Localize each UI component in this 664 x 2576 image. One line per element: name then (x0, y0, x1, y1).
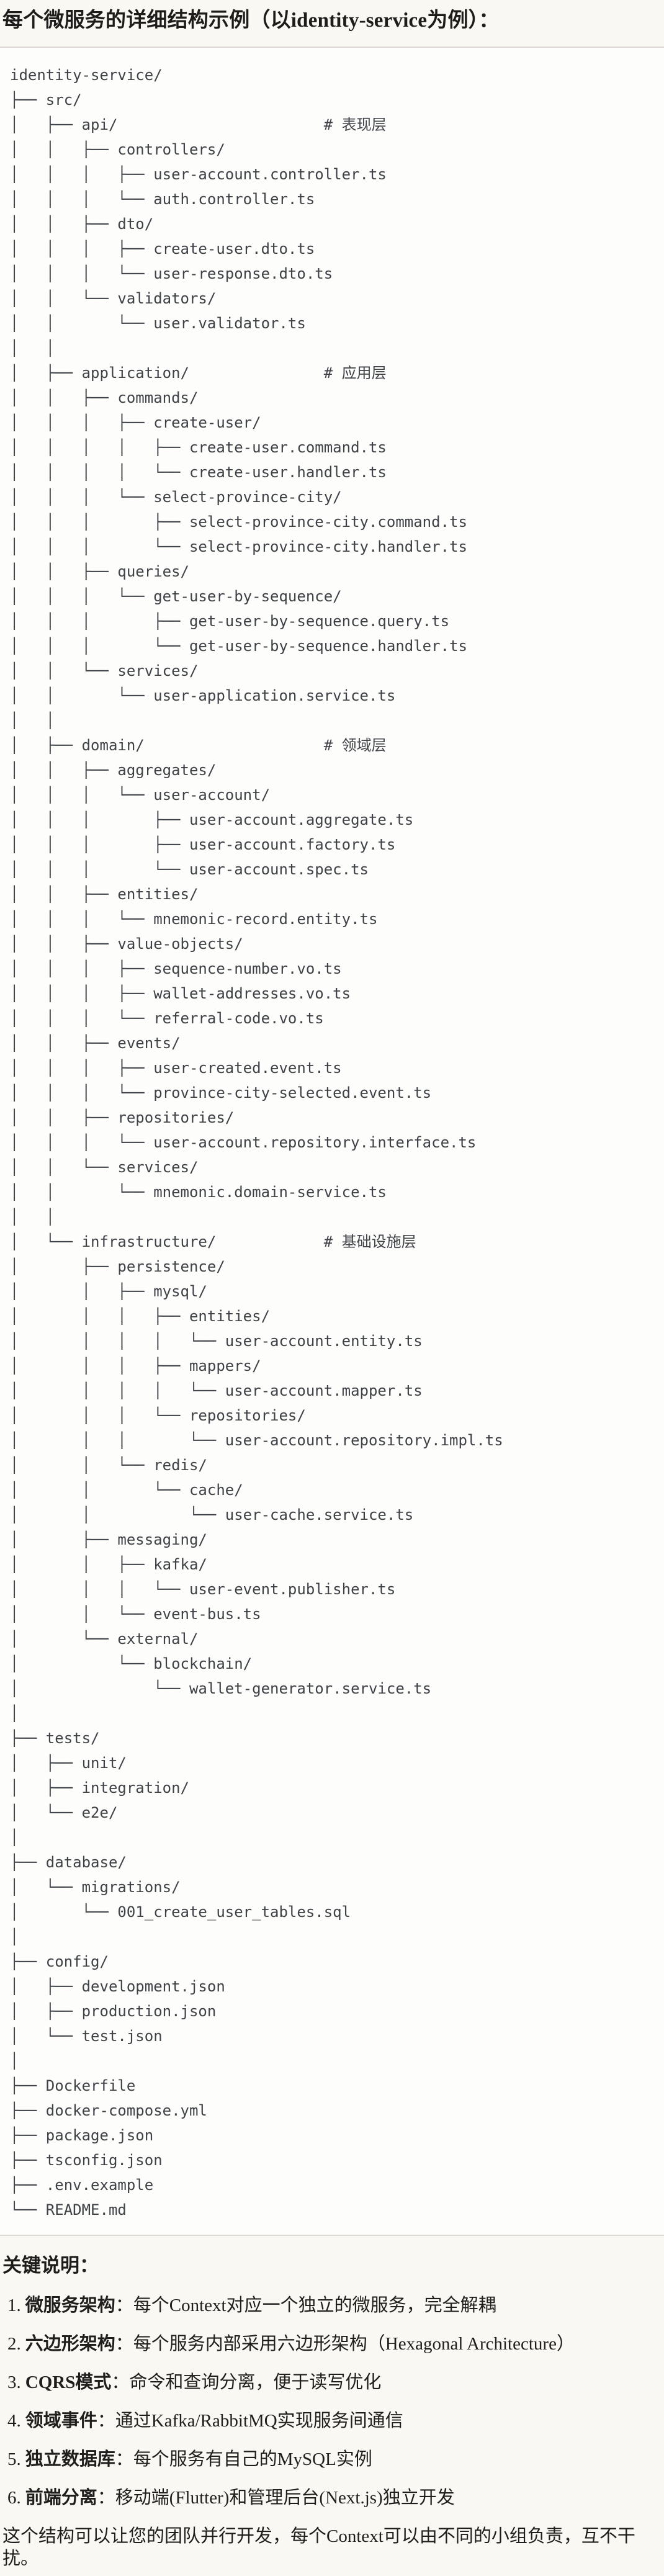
note-item-number: 3. (7, 2372, 21, 2392)
note-item-text: ：命令和查询分离，便于读写优化 (111, 2372, 382, 2392)
note-item-term: 领域事件 (25, 2411, 97, 2431)
notes-section: 关键说明： 1.微服务架构：每个Context对应一个独立的微服务，完全解耦 2… (0, 2236, 664, 2576)
note-item-term: 独立数据库 (25, 2449, 115, 2469)
closing-paragraph: 这个结构可以让您的团队并行开发，每个Context可以由不同的小组负责，互不干扰… (2, 2526, 635, 2569)
note-item-number: 1. (7, 2296, 21, 2315)
page-title: 每个微服务的详细结构示例（以identity-service为例）： (2, 9, 500, 32)
notes-heading: 关键说明： (2, 2255, 99, 2276)
note-item: 5.独立数据库：每个服务有自己的MySQL实例 (2, 2448, 662, 2471)
note-item-term: CQRS模式 (25, 2372, 112, 2392)
note-item-term: 前端分离 (25, 2488, 97, 2508)
note-item: 3.CQRS模式：命令和查询分离，便于读写优化 (2, 2371, 662, 2394)
code-block: identity-service/ ├── src/ │ ├── api/ # … (0, 47, 664, 2236)
note-item-number: 2. (7, 2334, 21, 2354)
note-item-number: 5. (7, 2449, 21, 2469)
note-item-number: 4. (7, 2411, 21, 2431)
directory-tree: identity-service/ ├── src/ │ ├── api/ # … (10, 66, 503, 2219)
note-item-number: 6. (7, 2488, 21, 2508)
note-item-term: 六边形架构 (25, 2334, 115, 2354)
note-item: 1.微服务架构：每个Context对应一个独立的微服务，完全解耦 (2, 2294, 662, 2317)
note-item-text: ：移动端(Flutter)和管理后台(Next.js)独立开发 (97, 2488, 455, 2508)
note-item: 6.前端分离：移动端(Flutter)和管理后台(Next.js)独立开发 (2, 2487, 662, 2509)
note-item: 4.领域事件：通过Kafka/RabbitMQ实现服务间通信 (2, 2410, 662, 2432)
notes-list: 1.微服务架构：每个Context对应一个独立的微服务，完全解耦 2.六边形架构… (2, 2294, 662, 2509)
note-item-text: ：每个服务内部采用六边形架构（Hexagonal Architecture） (115, 2334, 575, 2354)
note-item-text: ：每个服务有自己的MySQL实例 (115, 2449, 372, 2469)
note-item-text: ：每个Context对应一个独立的微服务，完全解耦 (115, 2296, 496, 2315)
note-item-text: ：通过Kafka/RabbitMQ实现服务间通信 (97, 2411, 403, 2431)
note-item: 2.六边形架构：每个服务内部采用六边形架构（Hexagonal Architec… (2, 2333, 662, 2355)
note-item-term: 微服务架构 (25, 2296, 115, 2315)
